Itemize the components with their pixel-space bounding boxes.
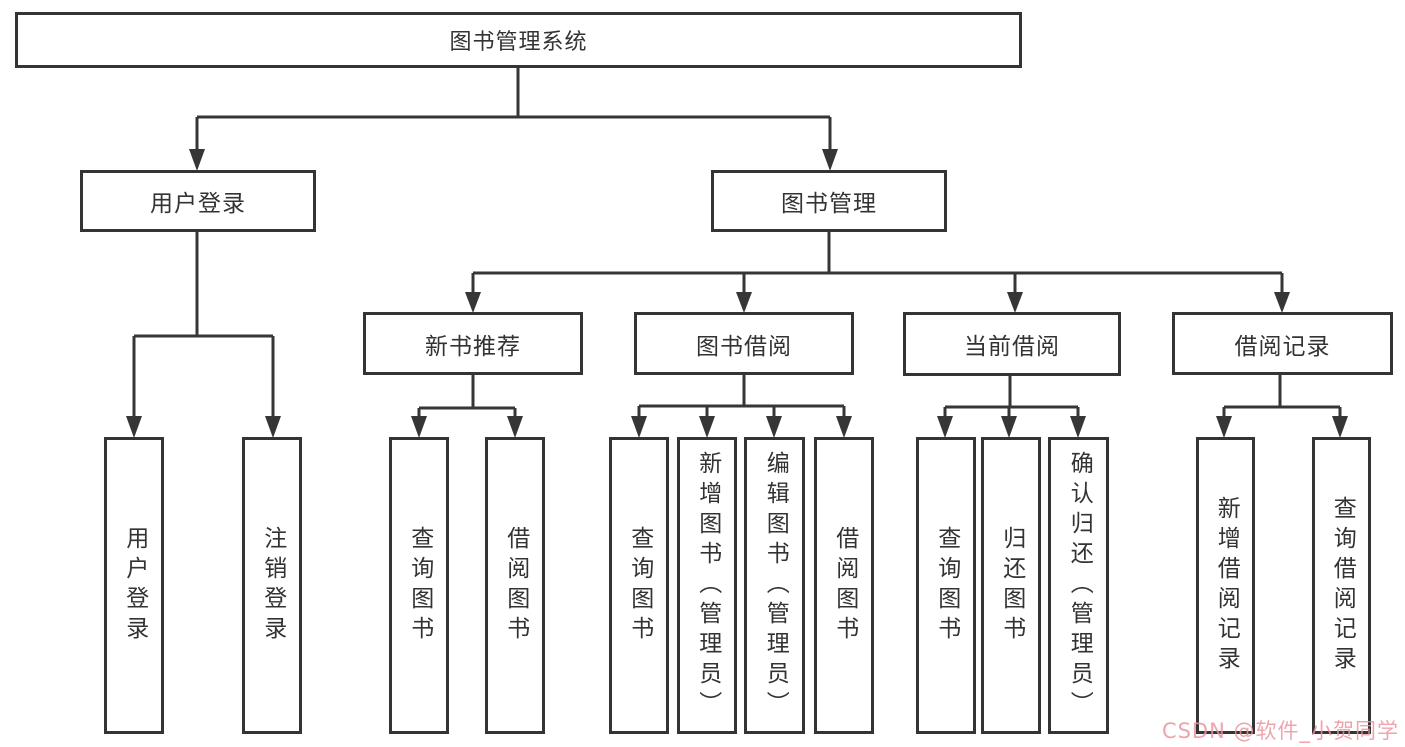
node-current-borrow-label: 当前借阅 [964, 334, 1060, 360]
leaf-borrow-books: 借阅图书 [814, 437, 874, 734]
leaf-query-borrow-record-label: 查询借阅记录 [1329, 495, 1356, 676]
node-book-mgmt-label: 图书管理 [781, 191, 877, 217]
arrow-icon [189, 149, 205, 171]
leaf-confirm-return-admin-label: 确认归还（管理员） [1066, 450, 1093, 721]
arrow-icon [631, 416, 647, 438]
connector-borrow-records [1222, 374, 1342, 421]
arrow-icon [1001, 416, 1017, 438]
leaf-user-login-label: 用户登录 [121, 525, 148, 646]
arrow-icon [836, 416, 852, 438]
node-root-label: 图书管理系统 [449, 30, 588, 55]
leaf-query-books-current-label: 查询图书 [933, 525, 960, 646]
arrow-icon [1007, 292, 1023, 313]
arrow-icon [1070, 416, 1086, 438]
arrow-icon [736, 292, 752, 313]
leaf-logout: 注销登录 [242, 437, 302, 734]
leaf-return-books-label: 归还图书 [998, 525, 1025, 646]
leaf-edit-books-admin: 编辑图书（管理员） [744, 437, 805, 734]
node-book-mgmt: 图书管理 [711, 170, 947, 232]
node-new-book-rec: 新书推荐 [363, 312, 583, 375]
node-user-login: 用户登录 [80, 170, 316, 232]
leaf-add-books-admin-label: 新增图书（管理员） [694, 450, 721, 721]
connector-book-mgmt [471, 231, 1284, 295]
leaf-query-borrow-record: 查询借阅记录 [1312, 437, 1371, 734]
leaf-edit-books-admin-label: 编辑图书（管理员） [762, 450, 789, 721]
leaf-confirm-return-admin: 确认归还（管理员） [1048, 437, 1109, 734]
node-user-login-label: 用户登录 [150, 191, 246, 217]
arrowheads [126, 149, 1348, 438]
node-new-book-rec-label: 新书推荐 [425, 333, 521, 360]
arrow-icon [1216, 416, 1232, 438]
csdn-watermark: CSDN @软件_小贺同学 [1161, 719, 1399, 743]
leaf-add-borrow-record-label: 新增借阅记录 [1213, 495, 1240, 676]
arrow-icon [411, 416, 427, 438]
connector-new-book-rec [417, 374, 517, 421]
connector-root [195, 67, 832, 152]
leaf-query-books-borrow-label: 查询图书 [626, 525, 653, 646]
node-borrow-records-label: 借阅记录 [1234, 333, 1331, 360]
node-borrow-records: 借阅记录 [1172, 312, 1393, 375]
leaf-query-books-rec: 查询图书 [389, 437, 449, 734]
leaf-query-books-current: 查询图书 [916, 437, 976, 734]
arrow-icon [937, 416, 953, 438]
arrow-icon [507, 416, 523, 438]
arrow-icon [766, 416, 782, 438]
node-book-borrow: 图书借阅 [634, 312, 854, 375]
leaf-add-books-admin: 新增图书（管理员） [677, 437, 737, 734]
arrow-icon [699, 416, 715, 438]
connector-user-login [132, 231, 275, 420]
node-current-borrow: 当前借阅 [903, 312, 1121, 376]
node-root: 图书管理系统 [15, 12, 1022, 68]
leaf-logout-label: 注销登录 [259, 525, 286, 646]
leaf-borrow-books-label: 借阅图书 [831, 525, 858, 646]
leaf-add-borrow-record: 新增借阅记录 [1196, 437, 1255, 734]
connector-book-borrow [637, 374, 846, 421]
leaf-borrow-books-rec-label: 借阅图书 [502, 525, 529, 646]
arrow-icon [465, 292, 481, 313]
leaf-query-books-rec-label: 查询图书 [406, 525, 433, 646]
arrow-icon [822, 149, 838, 171]
leaf-borrow-books-rec: 借阅图书 [485, 437, 545, 734]
arrow-icon [265, 416, 281, 438]
arrow-icon [1332, 416, 1348, 438]
leaf-query-books-borrow: 查询图书 [609, 437, 669, 734]
connector-current-borrow [943, 375, 1080, 421]
arrow-icon [1274, 292, 1290, 313]
leaf-user-login: 用户登录 [104, 437, 164, 734]
leaf-return-books: 归还图书 [981, 437, 1041, 734]
arrow-icon [126, 416, 142, 438]
node-book-borrow-label: 图书借阅 [696, 333, 792, 360]
